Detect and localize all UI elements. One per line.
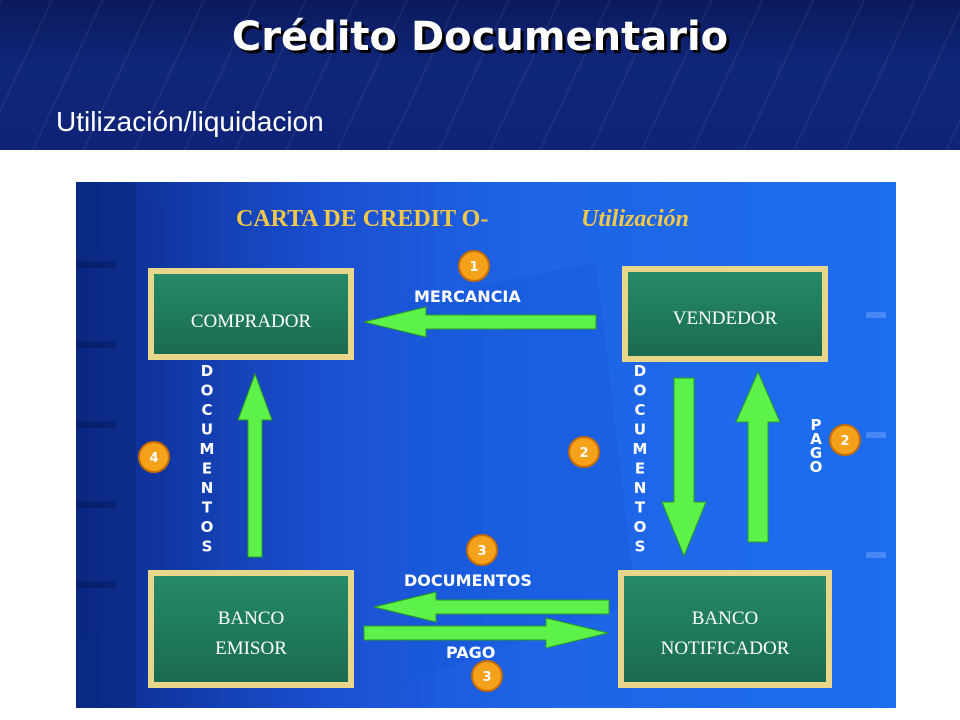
vertical-letter: M <box>633 440 648 458</box>
vertical-letter: O <box>201 518 214 536</box>
label-pago-bottom: PAGO <box>446 643 495 662</box>
vertical-letter: N <box>634 479 647 497</box>
vertical-letter: E <box>635 460 645 478</box>
step-badge-documentos-left: 4 <box>138 441 170 473</box>
vertical-letter: A <box>810 430 822 448</box>
background-texture <box>76 182 886 708</box>
vertical-letter: U <box>634 421 646 439</box>
vertical-letter: G <box>810 444 822 462</box>
step-number: 4 <box>149 451 158 466</box>
box-vendedor: VENDEDOR <box>622 266 828 362</box>
step-number: 2 <box>840 434 849 449</box>
vertical-letter: O <box>634 382 647 400</box>
step-badge-documentos-right: 2 <box>568 436 600 468</box>
vertical-letter: T <box>635 499 646 517</box>
box-banco-emisor-line2: EMISOR <box>215 638 287 659</box>
arrow-documentos-bottom <box>373 591 610 623</box>
vertical-letter: C <box>634 401 645 419</box>
vertical-letter: M <box>200 440 215 458</box>
vertical-letter: D <box>634 362 646 380</box>
box-comprador-label: COMPRADOR <box>191 311 312 332</box>
vertical-letter: E <box>202 460 212 478</box>
diagram-canvas: CARTA DE CREDIT O- Utilización COMPRADOR… <box>76 182 896 708</box>
slide-subtitle: Utilización/liquidacion <box>56 106 324 137</box>
box-banco-emisor: BANCO EMISOR <box>148 570 354 688</box>
box-banco-notificador-line1: BANCO <box>692 608 759 629</box>
vertical-letter: O <box>634 518 647 536</box>
slide-title: Crédito Documentario <box>231 14 729 60</box>
vertical-letter: U <box>201 421 213 439</box>
slide-header: Crédito Documentario Utilización/liquida… <box>0 0 960 150</box>
vertical-letter: S <box>635 538 646 556</box>
vertical-letter: O <box>810 458 823 476</box>
step-number: 1 <box>469 260 478 275</box>
vertical-letter: N <box>201 479 214 497</box>
letter-of-credit-diagram: CARTA DE CREDIT O- Utilización COMPRADOR… <box>76 182 896 708</box>
label-documentos-left: DOCUMENTOS <box>200 362 215 556</box>
box-vendedor-label: VENDEDOR <box>673 308 778 329</box>
vertical-letter: S <box>202 538 213 556</box>
label-mercancia: MERCANCIA <box>414 287 521 306</box>
step-badge-documentos-bottom: 3 <box>466 534 498 566</box>
arrow-pago-right-up <box>735 370 781 543</box>
box-banco-emisor-line1: BANCO <box>218 608 285 629</box>
diagram-heading-main: CARTA DE CREDIT O- <box>236 206 488 232</box>
label-documentos-right: DOCUMENTOS <box>633 362 648 556</box>
vertical-letter: C <box>201 401 212 419</box>
box-banco-notificador: BANCO NOTIFICADOR <box>618 570 832 688</box>
vertical-letter: D <box>201 362 213 380</box>
vertical-letter: P <box>811 416 822 434</box>
diagram-heading-italic: Utilización <box>581 206 689 232</box>
vertical-letter: T <box>202 499 213 517</box>
step-badge-pago-right: 2 <box>829 424 861 456</box>
step-number: 3 <box>482 670 491 685</box>
label-documentos-bottom: DOCUMENTOS <box>404 571 532 590</box>
step-number: 3 <box>477 544 486 559</box>
label-pago-right: PAGO <box>810 416 823 476</box>
arrow-pago-bottom <box>363 617 609 649</box>
box-banco-notificador-line2: NOTIFICADOR <box>661 638 790 659</box>
step-badge-mercancia: 1 <box>458 250 490 282</box>
step-number: 2 <box>579 446 588 461</box>
arrow-mercancia <box>363 306 597 338</box>
arrow-documentos-right-down <box>661 377 707 558</box>
box-comprador: COMPRADOR <box>148 268 354 360</box>
vertical-letter: O <box>201 382 214 400</box>
step-badge-pago-bottom: 3 <box>471 660 503 692</box>
arrow-documentos-left-up <box>237 372 273 558</box>
